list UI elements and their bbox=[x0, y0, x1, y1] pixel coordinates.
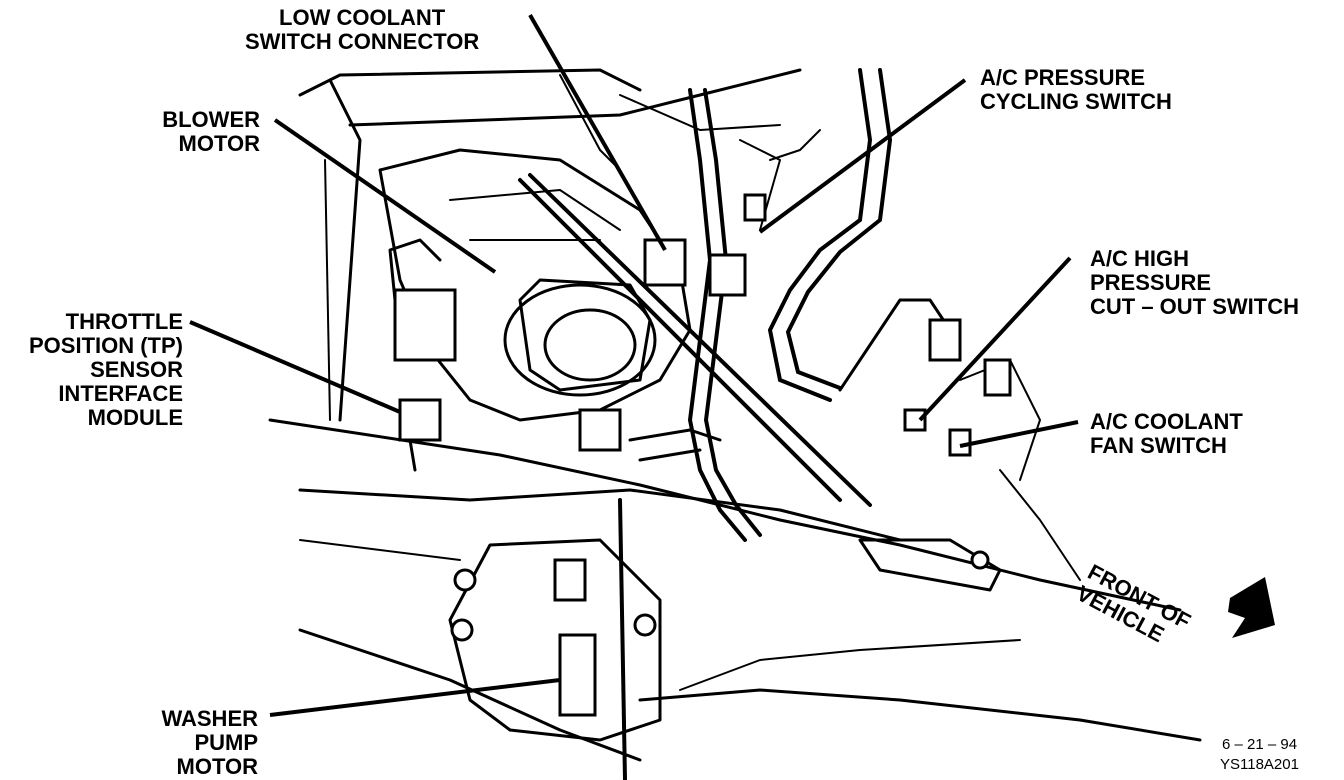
radiator-bracket bbox=[858, 538, 1002, 592]
body-panels bbox=[268, 359, 1202, 762]
label-blower-motor: BLOWER MOTOR bbox=[162, 107, 260, 156]
figure-date: 6 – 21 – 94 bbox=[1222, 736, 1298, 753]
connectors bbox=[578, 193, 1012, 457]
figure-code: YS118A201 bbox=[1220, 756, 1299, 773]
cowl-outline bbox=[298, 68, 802, 422]
label-washer-pump-motor: WASHER PUMP MOTOR bbox=[161, 706, 258, 779]
label-low-coolant-switch-connector: LOW COOLANT SWITCH CONNECTOR bbox=[245, 5, 480, 54]
wiring-harness bbox=[628, 68, 952, 542]
leader-lines bbox=[189, 14, 1079, 717]
label-tp-sensor-interface-module: THROTTLE POSITION (TP) SENSOR INTERFACE … bbox=[29, 309, 183, 430]
label-ac-pressure-cycling-switch: A/C PRESSURE CYCLING SWITCH bbox=[980, 65, 1172, 114]
arrow-down-right-icon bbox=[1228, 577, 1275, 638]
washer-reservoir bbox=[448, 498, 662, 780]
label-ac-high-pressure-cutout-switch: A/C HIGH PRESSURE CUT – OUT SWITCH bbox=[1090, 246, 1299, 319]
tp-sensor-module bbox=[388, 238, 457, 472]
label-ac-coolant-fan-switch: A/C COOLANT FAN SWITCH bbox=[1090, 409, 1243, 458]
